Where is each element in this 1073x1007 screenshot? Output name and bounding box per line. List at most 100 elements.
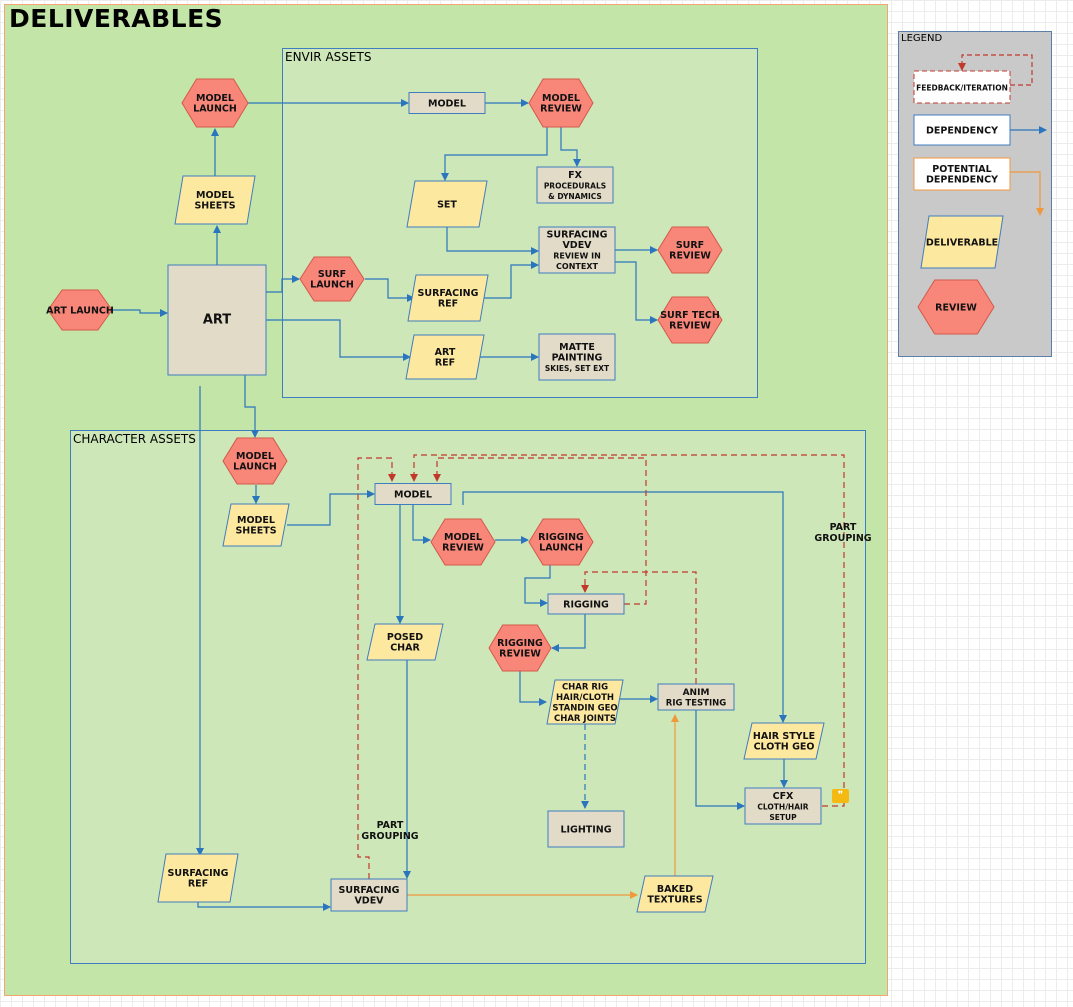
arrow-riggingreview-charrig bbox=[519, 671, 547, 706]
node-baked-textures-label: BAKED bbox=[657, 884, 693, 895]
feedback-surfacing-model bbox=[357, 457, 396, 879]
node-art[interactable]: ART bbox=[167, 264, 267, 376]
node-matte-painting-label: MATTE bbox=[559, 342, 595, 353]
node-char-surfacing-ref-label: SURFACING bbox=[168, 868, 229, 879]
node-lighting[interactable]: LIGHTING bbox=[547, 810, 625, 848]
node-art-label: ART bbox=[203, 312, 231, 327]
node-char-surfacing-ref-label: REF bbox=[188, 879, 208, 890]
feedback-rigging-model bbox=[433, 457, 647, 605]
node-hair-style-label: HAIR STYLE bbox=[753, 731, 815, 742]
node-cfx-label: SETUP bbox=[769, 813, 797, 822]
arrow-set-surfacing bbox=[446, 227, 539, 255]
node-rigging[interactable]: RIGGING bbox=[547, 593, 625, 615]
legend-potential-arrow bbox=[1010, 171, 1044, 216]
node-matte-painting-label: SKIES, SET EXT bbox=[545, 364, 610, 373]
node-review-label: REVIEW bbox=[935, 302, 977, 313]
arrow-artlaunch-art bbox=[112, 309, 168, 317]
node-art-launch[interactable]: ART LAUNCH bbox=[46, 289, 114, 331]
part-grouping-center-label-line: PART bbox=[377, 820, 404, 831]
legend-box bbox=[913, 70, 1011, 104]
arrow-charsheets-charmodel bbox=[287, 490, 375, 526]
legend-box bbox=[913, 114, 1011, 146]
node-model-sheets-top-label: SHEETS bbox=[194, 201, 235, 212]
part-grouping-right-label-line: PART bbox=[830, 522, 857, 533]
arrow-rigging-riggingreview bbox=[551, 614, 586, 652]
node-char-rig-label: HAIR/CLOTH bbox=[556, 693, 614, 703]
node-anim-label: ANIM bbox=[683, 688, 710, 698]
node-char-model-sheets-label: SHEETS bbox=[235, 526, 276, 537]
node-feedback[interactable]: FEEDBACK/ITERATION bbox=[913, 70, 1011, 104]
feedback-anim-rigging bbox=[581, 571, 697, 684]
review-shape bbox=[657, 226, 723, 274]
node-model-sheets-top-label: MODEL bbox=[196, 190, 234, 201]
node-char-rig-label: CHAR JOINTS bbox=[554, 714, 616, 724]
deliverable-shape bbox=[157, 853, 239, 903]
task-shape bbox=[547, 810, 625, 848]
node-surf-review-label: REVIEW bbox=[669, 251, 711, 262]
deliverable-shape bbox=[406, 180, 488, 228]
node-char-model[interactable]: MODEL bbox=[374, 483, 452, 505]
node-env-model-review-label: MODEL bbox=[542, 93, 580, 104]
arrow-charmodel-review bbox=[412, 505, 431, 544]
comment-icon[interactable]: ❞ bbox=[832, 789, 849, 803]
node-char-model-review-label: REVIEW bbox=[442, 543, 484, 554]
node-set[interactable]: SET bbox=[406, 180, 488, 228]
deliverable-shape bbox=[636, 875, 714, 913]
review-shape bbox=[430, 518, 496, 566]
deliverable-shape bbox=[920, 215, 1004, 269]
task-shape bbox=[374, 483, 452, 505]
node-env-model-label: MODEL bbox=[428, 98, 466, 109]
node-rigging-review-label: RIGGING bbox=[497, 638, 543, 649]
node-review[interactable]: REVIEW bbox=[917, 279, 995, 335]
arrow-art-charmodellaunch bbox=[244, 375, 259, 438]
node-rigging-launch-label: LAUNCH bbox=[539, 543, 583, 554]
deliverable-shape bbox=[407, 274, 489, 322]
node-fx-label: PROCEDURALS bbox=[544, 181, 606, 190]
deliverable-shape bbox=[743, 722, 825, 760]
task-shape bbox=[408, 92, 486, 114]
arrow-review-set bbox=[441, 127, 548, 181]
node-deliverable[interactable]: DELIVERABLE bbox=[920, 215, 1004, 269]
node-env-surfacing-vdev-label: SURFACING bbox=[547, 230, 608, 241]
review-shape bbox=[299, 256, 365, 302]
node-feedback-label: FEEDBACK/ITERATION bbox=[916, 83, 1008, 92]
node-rigging-label: RIGGING bbox=[563, 599, 609, 610]
node-env-model[interactable]: MODEL bbox=[408, 92, 486, 114]
review-shape bbox=[222, 437, 288, 485]
part-grouping-center-label-line: GROUPING bbox=[361, 831, 418, 842]
node-surf-tech-review-label: SURF TECH bbox=[660, 310, 720, 321]
diagram-title: DELIVERABLES bbox=[9, 4, 224, 33]
node-surf-tech-review-label: REVIEW bbox=[669, 321, 711, 332]
review-shape bbox=[47, 289, 113, 331]
node-dependency[interactable]: DEPENDENCY bbox=[913, 114, 1011, 146]
task-shape bbox=[538, 333, 616, 381]
arrow-charsurfref-surfacingvdev bbox=[197, 902, 331, 911]
